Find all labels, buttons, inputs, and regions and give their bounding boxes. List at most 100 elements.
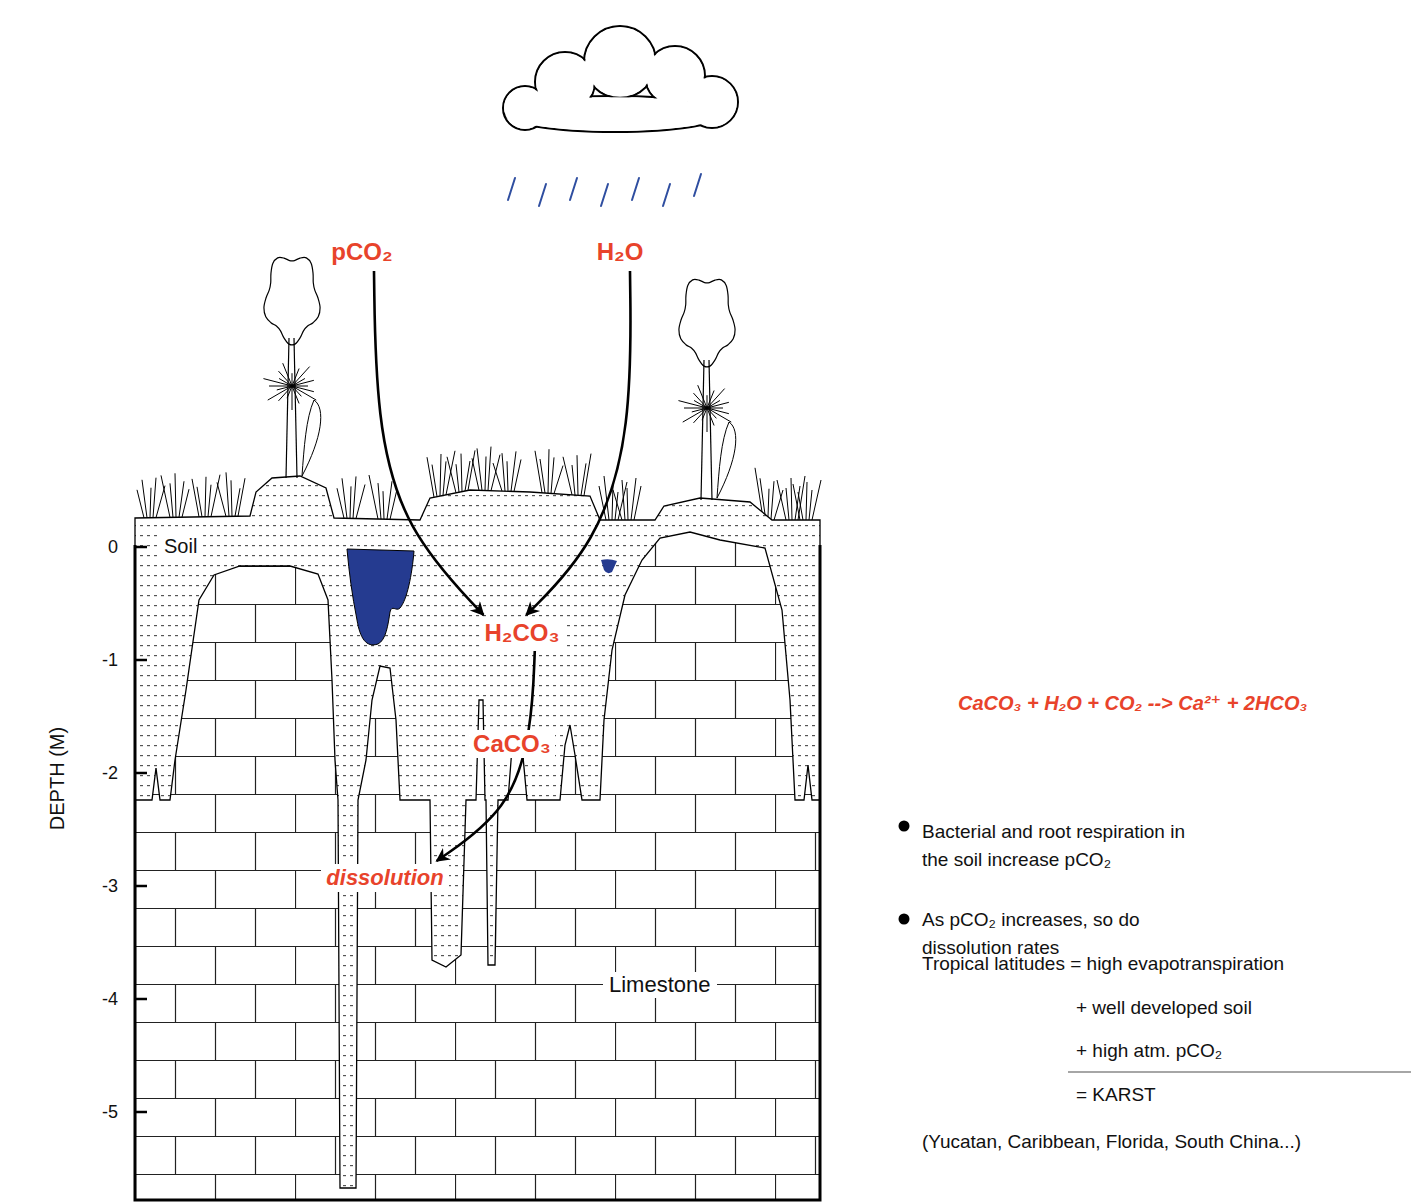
grass-blade bbox=[491, 455, 500, 491]
depth-frame bbox=[135, 545, 820, 1200]
grass-blade bbox=[443, 461, 446, 495]
note: = KARST bbox=[1076, 1081, 1156, 1109]
palm-frond bbox=[292, 367, 310, 386]
palm-frond bbox=[678, 401, 707, 408]
tree-trunk bbox=[709, 360, 712, 500]
grass-blade bbox=[514, 459, 521, 491]
grass-blade bbox=[226, 472, 229, 516]
palm-frond bbox=[269, 386, 292, 387]
palm-frond bbox=[283, 363, 292, 386]
palm-frond bbox=[707, 408, 708, 432]
edge-label: CaCO₃ bbox=[469, 730, 555, 758]
grass-blade bbox=[150, 488, 151, 518]
node-text: H₂O bbox=[597, 238, 644, 266]
palm-frond bbox=[292, 378, 305, 386]
palm-frond bbox=[292, 386, 299, 403]
grass-blade bbox=[350, 486, 351, 518]
grass-blade bbox=[440, 454, 441, 496]
rain-drop bbox=[694, 174, 701, 196]
grass-blade bbox=[786, 488, 789, 520]
grass-blade bbox=[472, 458, 479, 490]
grass-blade bbox=[485, 457, 486, 491]
grass-blade bbox=[551, 457, 554, 493]
grass-blade bbox=[175, 473, 176, 517]
palm-frond bbox=[292, 380, 314, 386]
tree-trunk bbox=[294, 338, 297, 478]
palm-frond bbox=[707, 389, 725, 408]
grass-blade bbox=[812, 480, 821, 520]
grass-blade bbox=[548, 449, 549, 493]
note: (Yucatan, Caribbean, Florida, South Chin… bbox=[922, 1128, 1301, 1156]
palm-frond bbox=[707, 408, 716, 418]
grass-blade bbox=[798, 492, 803, 520]
rain-drop bbox=[632, 178, 639, 200]
cloud bbox=[503, 26, 738, 132]
label-text: Limestone bbox=[609, 972, 711, 998]
grass-blade bbox=[488, 447, 491, 491]
grass-blade bbox=[777, 480, 786, 520]
grass-blade bbox=[205, 477, 206, 517]
puddle bbox=[601, 559, 617, 573]
node-text: H₂CO₃ bbox=[484, 619, 559, 647]
grass-blade bbox=[755, 468, 762, 512]
grass-blade bbox=[760, 478, 765, 514]
shrub bbox=[717, 422, 736, 498]
rain bbox=[508, 174, 701, 206]
grass-blade bbox=[554, 466, 563, 494]
palm-frond bbox=[263, 379, 292, 386]
grass-blade bbox=[238, 478, 245, 516]
grass-blade bbox=[378, 483, 381, 519]
palm-frond bbox=[698, 385, 707, 408]
rain-drop bbox=[570, 178, 577, 200]
grass-blade bbox=[584, 454, 591, 496]
flow-arrow bbox=[374, 271, 483, 615]
grass-blade bbox=[540, 459, 545, 493]
chemical-label: pCO₂ bbox=[326, 237, 397, 267]
grass-blade bbox=[337, 488, 344, 518]
grass-blade bbox=[809, 490, 812, 520]
grass-blade bbox=[468, 450, 475, 490]
grass-blade bbox=[535, 451, 542, 493]
tree bbox=[263, 257, 320, 478]
palm-frond bbox=[707, 400, 720, 408]
grass-blade bbox=[197, 487, 202, 517]
cloud-fill bbox=[585, 27, 655, 97]
grass-blade bbox=[231, 480, 232, 516]
grass-blade bbox=[153, 478, 156, 518]
axis-ticks bbox=[135, 547, 147, 1112]
grass-blade bbox=[627, 488, 628, 520]
palm-frond bbox=[684, 408, 707, 409]
palm-frond bbox=[292, 386, 301, 396]
cloud-lobe bbox=[584, 26, 656, 98]
grass-blade bbox=[563, 457, 572, 495]
process-label: dissolution bbox=[321, 864, 448, 892]
cloud-fill bbox=[506, 97, 724, 131]
grass-blade bbox=[793, 484, 800, 520]
grass-blade bbox=[170, 483, 173, 517]
equation: CaCO₃ + H₂O + CO₂ --> Ca²⁺ + 2HCO₃ bbox=[958, 691, 1307, 715]
label-text: (Yucatan, Caribbean, Florida, South Chin… bbox=[922, 1128, 1301, 1156]
palm-frond bbox=[278, 371, 292, 386]
label-text: Tropical latitudes = high evapotranspira… bbox=[922, 950, 1284, 978]
label-text: Soil bbox=[164, 535, 197, 558]
grass-blade bbox=[211, 475, 220, 517]
grass-blade bbox=[447, 457, 456, 493]
rain-drop bbox=[601, 184, 608, 206]
grass-blade bbox=[493, 463, 502, 491]
grass-blade bbox=[477, 448, 482, 490]
grass-blade bbox=[768, 489, 769, 517]
rain-drop bbox=[663, 184, 670, 206]
label-text: CaCO₃ + H₂O + CO₂ --> Ca²⁺ + 2HCO₃ bbox=[958, 691, 1307, 715]
edge-label-text: CaCO₃ bbox=[473, 730, 551, 758]
bullet bbox=[899, 821, 910, 832]
label-text: -5 bbox=[102, 1102, 118, 1123]
grass-blade bbox=[502, 453, 505, 491]
palm-frond bbox=[707, 402, 729, 408]
axis-title: DEPTH (M) bbox=[46, 726, 69, 829]
grass-blade bbox=[634, 486, 641, 520]
label-text: = KARST bbox=[1076, 1081, 1156, 1109]
tick-label: -2 bbox=[102, 763, 118, 784]
label-text: Bacterial and root respiration in the so… bbox=[922, 818, 1202, 874]
palm-frond bbox=[693, 393, 707, 408]
